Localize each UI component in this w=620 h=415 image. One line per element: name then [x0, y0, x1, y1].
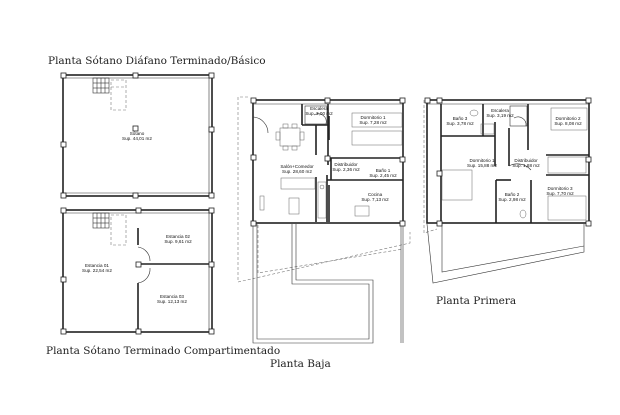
room-name: Estancia 01: [85, 263, 109, 268]
room-name: Dormitorio 2: [555, 116, 580, 121]
room-name: Escalera: [491, 108, 509, 113]
room-area: Sup. 15,88 m2: [467, 163, 497, 168]
kitchen-table: [354, 205, 370, 217]
kitchen-counter: [317, 181, 327, 219]
stairs: [304, 105, 328, 125]
room-name: Estancia 03: [160, 294, 184, 299]
dining-table: [275, 123, 305, 151]
stairs: [509, 105, 528, 127]
wardrobe: [480, 123, 587, 174]
room-area: Sup. 2,36 m2: [332, 167, 360, 172]
door-swing: [137, 246, 151, 262]
roof-outline: [426, 223, 585, 284]
plan-basement-open: Planta Sótano Diáfano Terminado/Básico S…: [48, 55, 266, 199]
room-area: Sup. 28,60 m2: [282, 169, 312, 174]
room-name: Baño 3: [453, 116, 468, 121]
plan-title: Planta Sótano Terminado Compartimentado: [46, 345, 280, 357]
room-area: Sup. 9,61 m2: [164, 239, 192, 244]
room-name: Baño 2: [505, 192, 520, 197]
entry-door: [252, 116, 269, 134]
plan-basement-divided: Estancia 02 Sup. 9,61 m2 Estancia 01 Sup…: [46, 207, 280, 357]
room-name: Dormitorio 1: [360, 115, 385, 120]
door-swing: [508, 163, 532, 171]
toilet: [519, 209, 527, 219]
room-name: Escalera: [310, 106, 328, 111]
door-swing: [137, 267, 151, 284]
plan-ground-floor: Escalera Sup. 3,00 m2 Dormitorio 1 Sup. …: [237, 96, 411, 370]
room-area: Sup. 1,88 m2: [512, 163, 540, 168]
plan-title: Planta Primera: [436, 295, 516, 307]
plot-outline: [237, 96, 411, 283]
room-name: Dormitorio 3: [547, 186, 572, 191]
room-area: Sup. 2,98 m2: [498, 197, 526, 202]
plan-first-floor: Baño 3 Sup. 3,78 m2 Escalera Sup. 3,19 m…: [423, 97, 592, 307]
room-name: Salón+Comedor: [280, 164, 314, 169]
stairs: [92, 77, 127, 111]
room-name: Cocina: [368, 192, 383, 197]
beds: [441, 107, 588, 221]
room-name: Distribuidor: [514, 158, 538, 163]
room-area: Sup. 3,78 m2: [446, 121, 474, 126]
room-area: Sup. 12,13 m2: [157, 299, 187, 304]
plan-title: Planta Sótano Diáfano Terminado/Básico: [48, 55, 266, 67]
room-area: Sup. 3,19 m2: [486, 113, 514, 118]
room-area: Sup. 7,70 m2: [546, 191, 574, 196]
toilet: [469, 109, 479, 117]
room-area: Sup. 44,01 m2: [122, 136, 152, 141]
room-area: Sup. 7,13 m2: [361, 197, 389, 202]
room-name: Dormitorio 1: [469, 158, 494, 163]
bed: [351, 112, 403, 146]
stairs: [92, 212, 127, 246]
room-name: Sótano: [130, 131, 145, 136]
room-area: Sup. 22,54 m2: [82, 268, 112, 273]
sofa: [259, 177, 316, 215]
room-name: Estancia 02: [166, 234, 190, 239]
room-name: Distribuidor: [334, 162, 358, 167]
room-area: Sup. 2,45 m2: [369, 173, 397, 178]
terrace: [252, 224, 374, 344]
room-name: Baño 1: [376, 168, 391, 173]
plan-title: Planta Baja: [270, 358, 331, 370]
room-area: Sup. 8,08 m2: [554, 121, 582, 126]
room-area: Sup. 7,28 m2: [359, 120, 387, 125]
room-area: Sup. 3,00 m2: [305, 111, 333, 116]
